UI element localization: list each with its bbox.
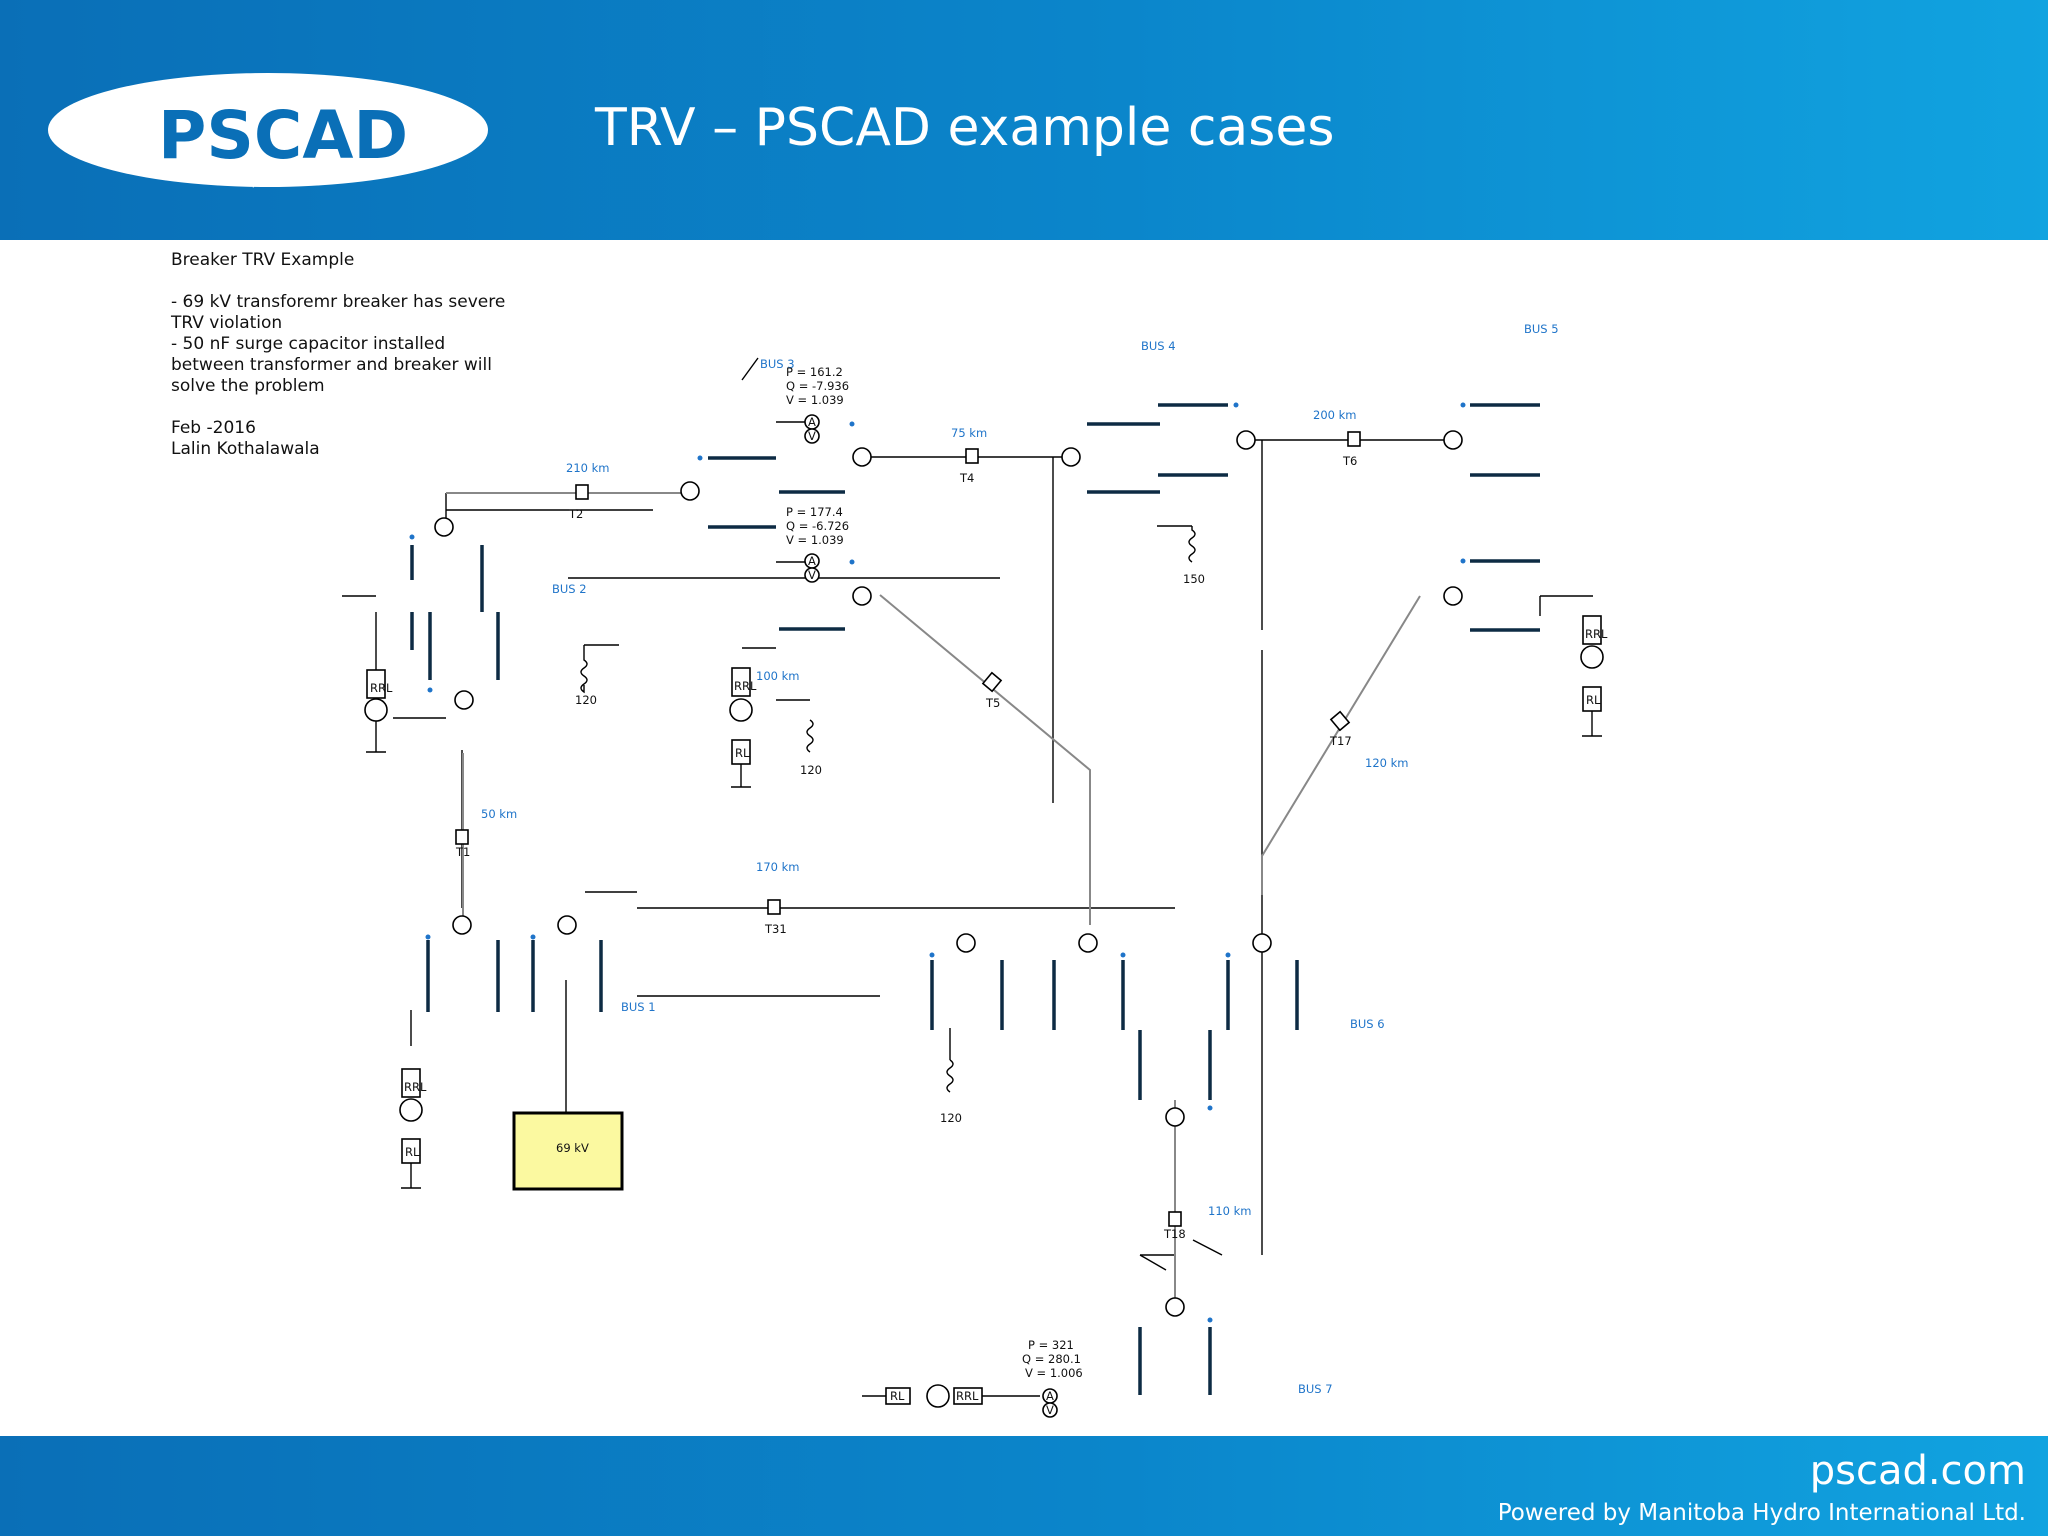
svg-text:Q = 280.1: Q = 280.1 [1022,1352,1081,1366]
line-t17-name: T17 [1329,734,1352,748]
svg-text:A: A [808,554,816,568]
single-line-diagram: BUS 3 BUS 4 BUS 5 BUS 2 BUS 1 BUS 6 BUS … [342,322,1608,1418]
svg-text:V: V [1046,1403,1054,1417]
svg-text:Q = -6.726: Q = -6.726 [786,519,849,533]
bus-2-label: BUS 2 [552,582,587,596]
bus-3-label: BUS 3 [760,357,795,371]
line-t31-length: 170 km [756,860,799,874]
notes-line: between transformer and breaker will [171,355,492,375]
svg-text:RL: RL [890,1389,905,1403]
svg-text:RRL: RRL [1585,627,1608,641]
line-t31-name: T31 [764,922,787,936]
load-bus2-label: 120 [575,693,597,707]
transmission-lines [446,492,1421,1300]
breakers [434,430,1463,1317]
notes-line: - 50 nF surge capacitor installed [171,334,446,354]
line-t17-length: 120 km [1365,756,1408,770]
load-bus6-label: 120 [940,1111,962,1125]
svg-text:RRL: RRL [956,1389,979,1403]
meter-3: P = 321 Q = 280.1 V = 1.006 A V [1022,1338,1083,1418]
notes-date: Feb -2016 [171,418,256,438]
svg-text:A: A [808,415,816,429]
notes-line: solve the problem [171,376,325,396]
load-mid-label: 120 [800,763,822,777]
svg-text:RL: RL [735,746,750,760]
svg-text:P = 177.4: P = 177.4 [786,505,843,519]
line-t6-length: 200 km [1313,408,1356,422]
line-t4-name: T4 [959,471,974,485]
footer-url: pscad.com [1809,1448,2026,1494]
svg-text:V = 1.006: V = 1.006 [1025,1366,1083,1380]
source-right: RRL RL [1580,615,1608,737]
line-t2-name: T2 [568,507,583,521]
bus-7-label: BUS 7 [1298,1382,1333,1396]
svg-text:Q = -7.936: Q = -7.936 [786,379,849,393]
node-dots [409,402,1466,1323]
line-t18-name: T18 [1163,1227,1186,1241]
line-t2-length: 210 km [566,461,609,475]
slide-footer [0,1436,2048,1536]
source-left-bottom: RRL RL [399,1068,427,1189]
bus-5-label: BUS 5 [1524,322,1559,336]
svg-text:A: A [1046,1389,1054,1403]
svg-text:RRL: RRL [370,681,393,695]
pscad-logo: PSCAD [48,73,488,188]
svg-text:V: V [808,568,816,582]
svg-text:V = 1.039: V = 1.039 [786,533,844,547]
meter-1: P = 161.2 Q = -7.936 V = 1.039 A V [786,365,849,444]
meter-2: P = 177.4 Q = -6.726 V = 1.039 A V [786,505,849,583]
svg-text:V: V [808,429,816,443]
bus-6-label: BUS 6 [1350,1017,1385,1031]
load-bus4-label: 150 [1183,572,1205,586]
line-t1-name: T1 [455,845,470,859]
line-t5-name: T5 [985,696,1000,710]
line-models [455,431,1361,1227]
source-bottom: RL RRL [862,1384,1040,1408]
notes-heading: Breaker TRV Example [171,250,355,270]
notes-line: - 69 kV transforemr breaker has severe [171,292,506,312]
transformer-69kv-box: 69 kV [512,1111,624,1191]
bus-1-label: BUS 1 [621,1000,656,1014]
svg-text:P = 161.2: P = 161.2 [786,365,843,379]
line-t18-length: 110 km [1208,1204,1251,1218]
bus-4-label: BUS 4 [1141,339,1176,353]
line-t4-length: 75 km [951,426,987,440]
svg-text:P = 321: P = 321 [1028,1338,1074,1352]
source-mid: RRL RL [729,667,757,788]
notes-author: Lalin Kothalawala [171,439,320,459]
svg-text:RL: RL [405,1145,420,1159]
notes-line: TRV violation [171,313,283,333]
loads: 120 120 150 120 [575,526,1205,1125]
footer-tagline: Powered by Manitoba Hydro International … [1497,1500,2026,1526]
case-notes: Breaker TRV Example - 69 kV transforemr … [171,250,505,460]
line-t5-length: 100 km [756,669,799,683]
source-left-top: RRL [364,669,393,753]
svg-text:RRL: RRL [404,1080,427,1094]
slide-title: TRV – PSCAD example cases [595,98,1335,158]
line-t6-name: T6 [1342,454,1357,468]
svg-text:RRL: RRL [734,679,757,693]
svg-text:RL: RL [1586,693,1601,707]
svg-text:V = 1.039: V = 1.039 [786,393,844,407]
bus-bars [410,403,1540,1395]
transformer-69kv-label: 69 kV [556,1141,589,1155]
logo-text: PSCAD [158,97,408,174]
line-t1-length: 50 km [481,807,517,821]
